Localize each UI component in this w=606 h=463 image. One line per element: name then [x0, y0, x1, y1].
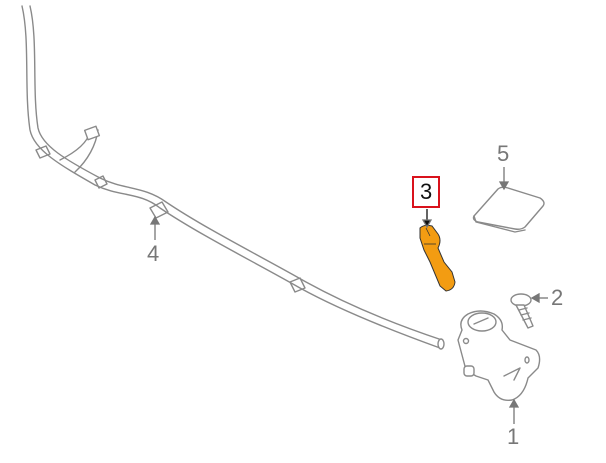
screw-part-2[interactable] — [510, 293, 534, 329]
cover-part-5[interactable] — [472, 186, 545, 230]
pump-part-1[interactable] — [457, 310, 541, 402]
hose-part-4[interactable] — [21, 5, 445, 350]
callout-1[interactable]: 1 — [507, 424, 520, 449]
callout-2[interactable]: 2 — [551, 285, 564, 310]
nozzle-part-3[interactable] — [419, 224, 456, 292]
callout-4[interactable]: 4 — [147, 241, 160, 266]
callout-3-selected[interactable]: 3 — [412, 176, 441, 208]
leader-arrows — [149, 167, 548, 424]
callout-5[interactable]: 5 — [497, 141, 510, 166]
